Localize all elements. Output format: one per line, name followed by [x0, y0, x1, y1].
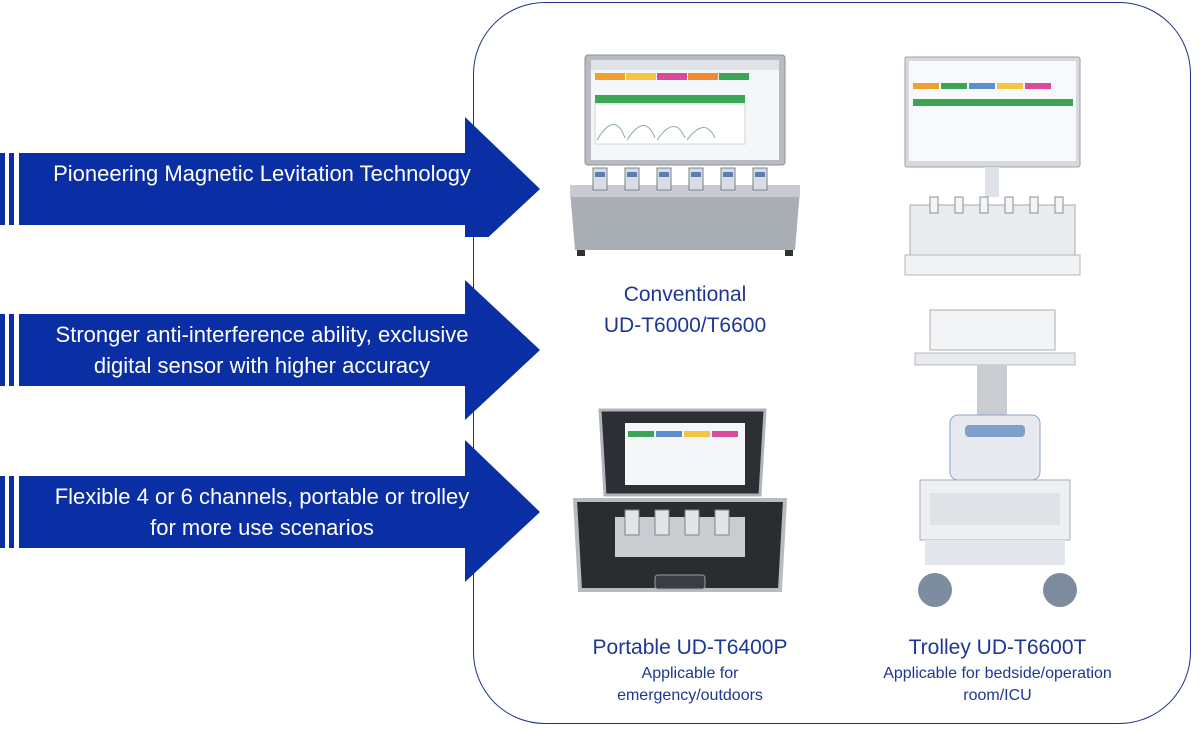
feature-arrow-3 — [0, 440, 540, 582]
trolley-device-image — [904, 56, 1081, 607]
feature-arrow-1 — [0, 117, 540, 237]
portable-title: Portable UD-T6400P — [592, 636, 788, 659]
conventional-name: Conventional — [623, 283, 747, 306]
feature-arrow-2 — [0, 280, 540, 420]
feature-text-1: Pioneering Magnetic Levitation Technolog… — [53, 161, 471, 186]
product-frame — [473, 2, 1191, 724]
portable-sub-2: emergency/outdoors — [617, 687, 763, 704]
conventional-model: UD-T6000/T6600 — [603, 314, 767, 337]
trolley-title: Trolley UD-T6600T — [908, 636, 1087, 659]
trolley-caption: Trolley UD-T6600T Applicable for bedside… — [855, 632, 1140, 707]
conventional-caption: Conventional UD-T6000/T6600 — [570, 279, 800, 341]
portable-caption: Portable UD-T6400P Applicable for emerge… — [555, 632, 825, 707]
portable-sub-1: Applicable for — [641, 665, 739, 682]
portable-device-image — [572, 408, 788, 592]
conventional-device-image — [570, 54, 800, 256]
trolley-sub-2: room/ICU — [963, 687, 1032, 704]
feature-text-2: Stronger anti-interference ability, excl… — [55, 322, 469, 378]
trolley-sub-1: Applicable for bedside/operation — [883, 665, 1112, 682]
feature-text-3: Flexible 4 or 6 channels, portable or tr… — [54, 484, 470, 540]
